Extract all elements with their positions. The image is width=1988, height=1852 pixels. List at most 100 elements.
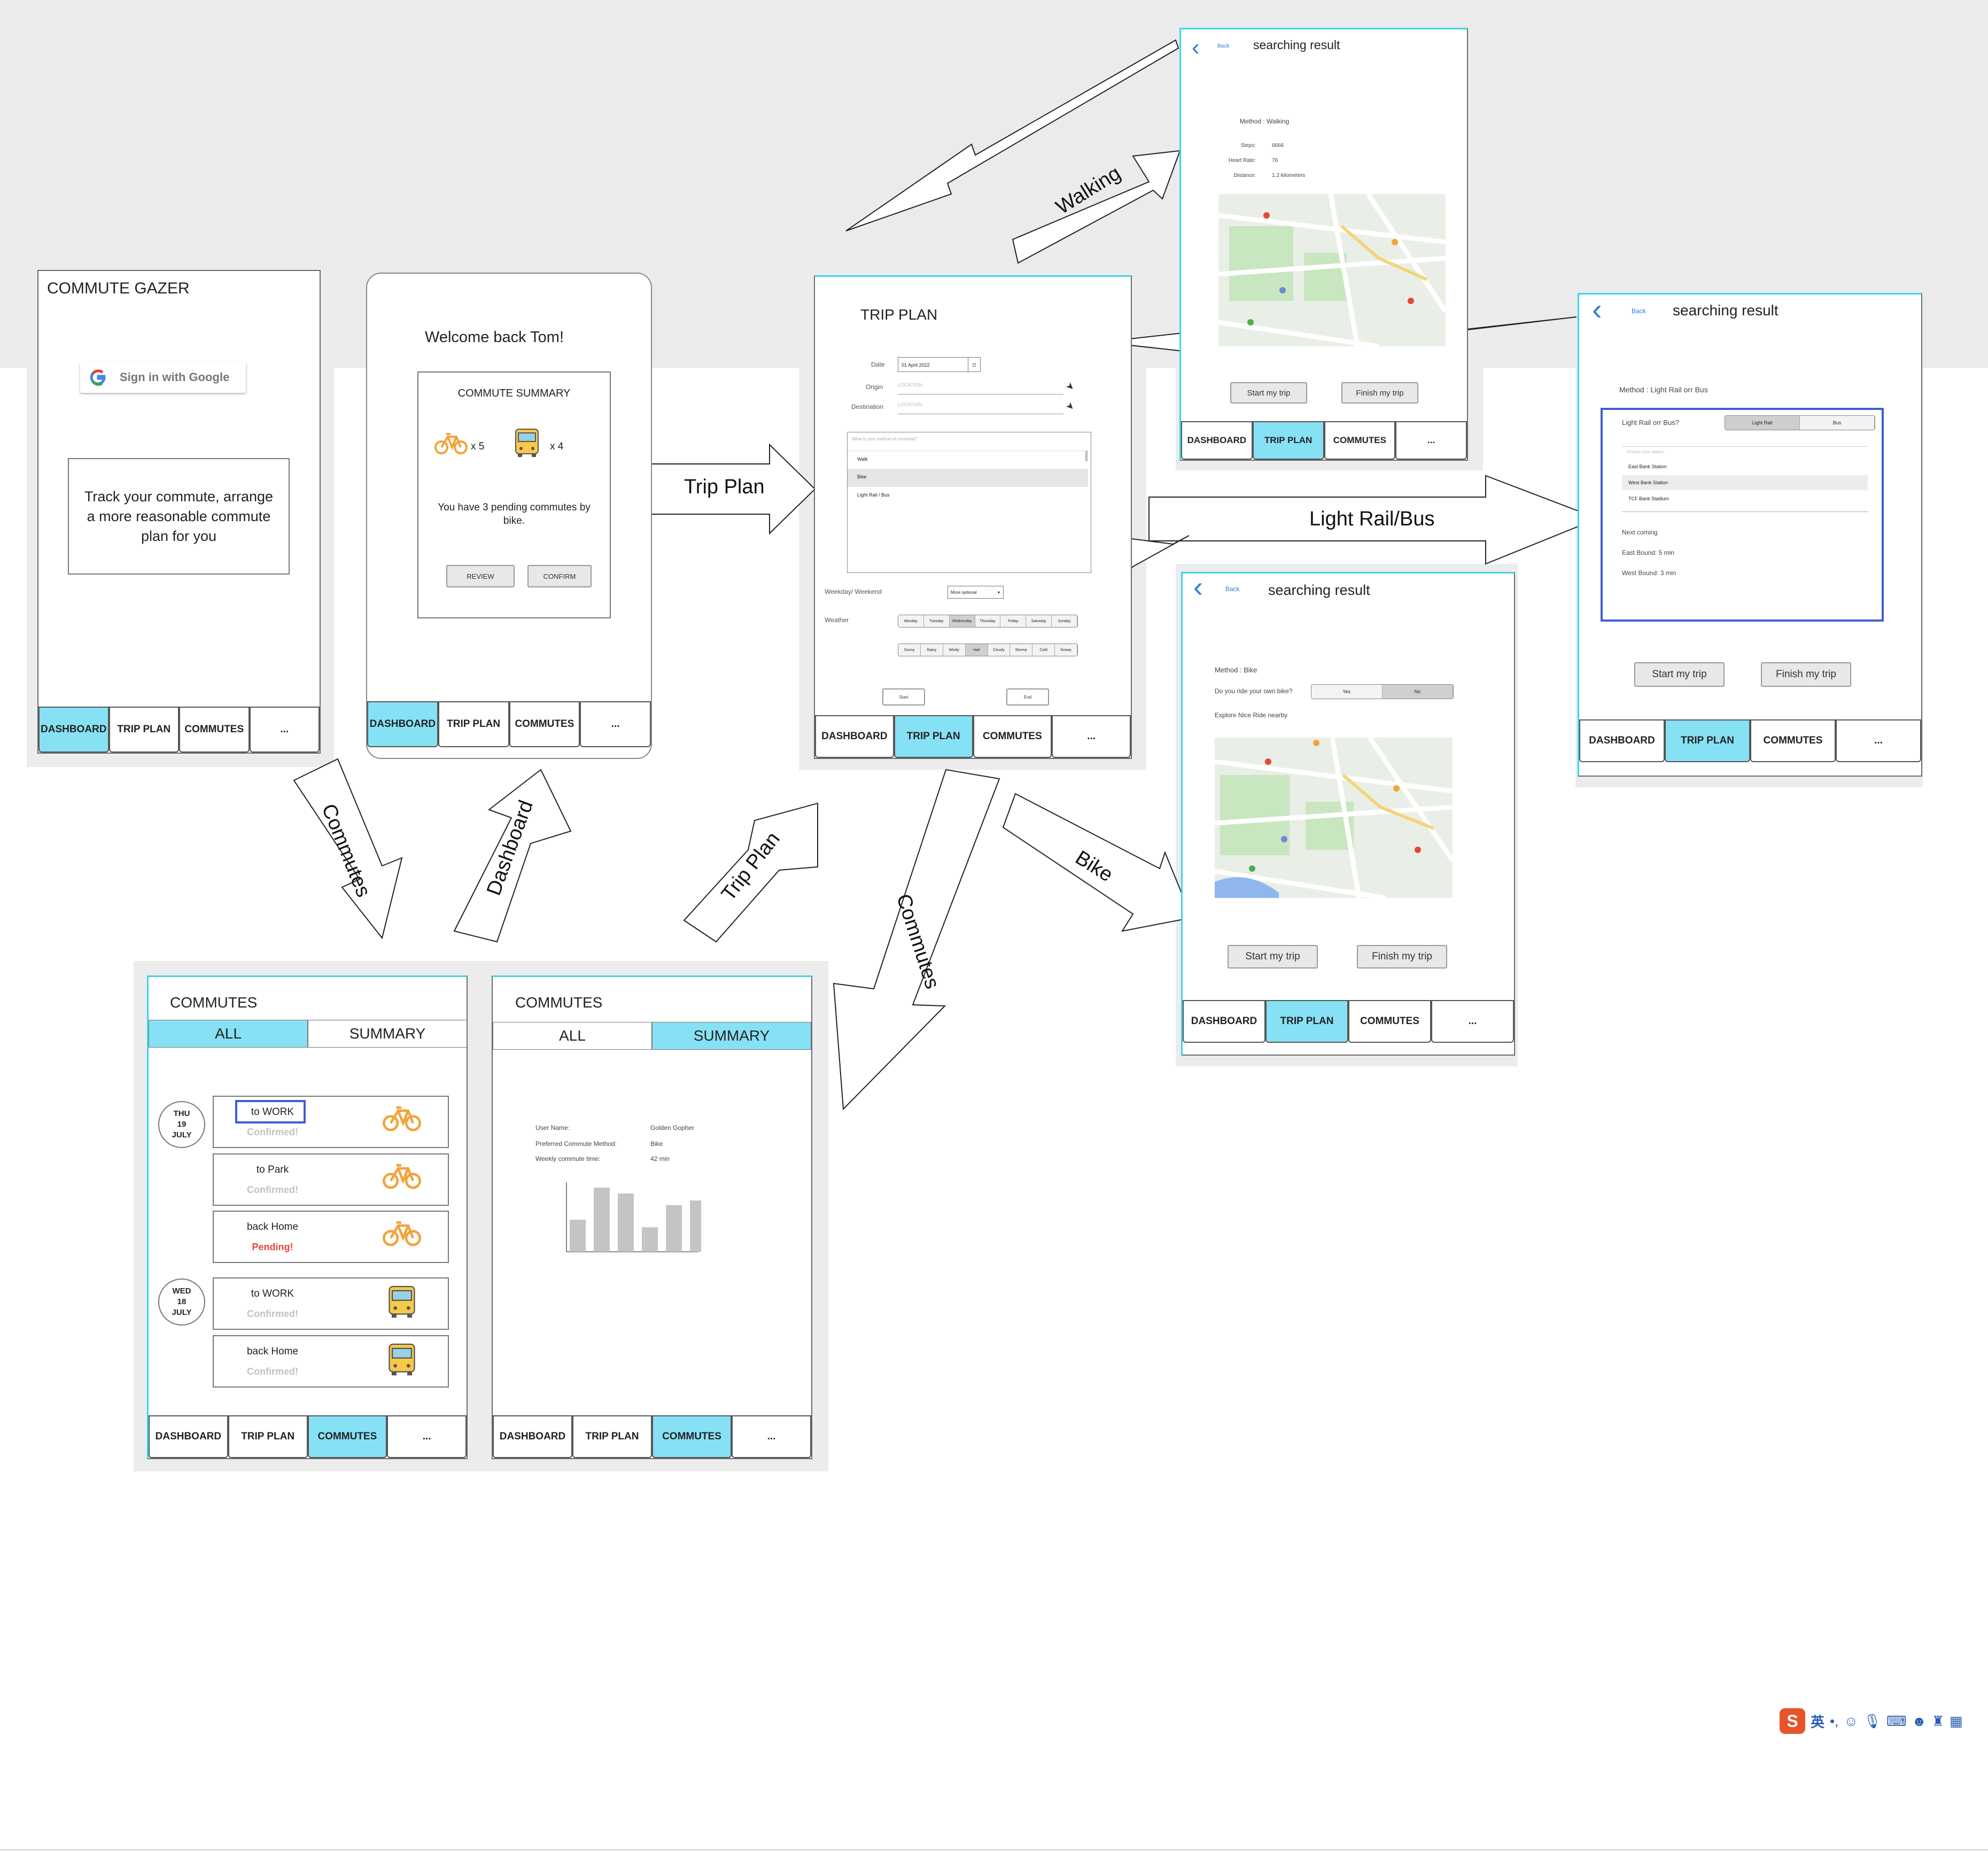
day-saturday[interactable]: Saturday xyxy=(1026,615,1052,627)
station-option[interactable]: West Bank Station xyxy=(1622,475,1868,490)
tab-more[interactable]: ... xyxy=(1431,1000,1514,1043)
tab-commutes[interactable]: COMMUTES xyxy=(179,707,250,753)
commute-item[interactable]: back Home Confirmed! xyxy=(213,1335,449,1388)
tab-all[interactable]: ALL xyxy=(149,1020,308,1048)
menu-grid-icon[interactable]: ▦ xyxy=(1950,1712,1963,1729)
day-sunday[interactable]: Sunday xyxy=(1052,615,1077,627)
tab-trip-plan[interactable]: TRIP PLAN xyxy=(1252,421,1324,460)
weather-rainy[interactable]: Rainy xyxy=(920,644,943,656)
finish-trip-button[interactable]: Finish my trip xyxy=(1341,382,1418,404)
day-monday[interactable]: Monday xyxy=(898,615,924,627)
day-wednesday[interactable]: Wednesday xyxy=(949,615,975,627)
tab-dashboard[interactable]: DASHBOARD xyxy=(493,1415,572,1458)
weather-sunny[interactable]: Sunny xyxy=(898,644,921,656)
tab-trip-plan[interactable]: TRIP PLAN xyxy=(572,1415,652,1458)
station-picker[interactable]: Choose your station East Bank Station We… xyxy=(1622,446,1868,512)
origin-input[interactable]: LOCATION xyxy=(898,382,1063,394)
method-picker[interactable]: What is your method of commute? Walk Bik… xyxy=(847,432,1091,573)
tab-trip-plan[interactable]: TRIP PLAN xyxy=(108,707,179,753)
finish-trip-button[interactable]: Finish my trip xyxy=(1357,945,1447,968)
back-chevron-icon[interactable]: ‹ xyxy=(1192,34,1200,60)
skin-icon[interactable]: ☻ xyxy=(1912,1712,1927,1729)
tab-summary[interactable]: SUMMARY xyxy=(652,1022,811,1050)
tab-dashboard[interactable]: DASHBOARD xyxy=(38,707,109,753)
ime-language[interactable]: 英 xyxy=(1811,1714,1825,1730)
review-button[interactable]: REVIEW xyxy=(446,565,515,587)
commute-item[interactable]: to Park Confirmed! xyxy=(213,1153,449,1206)
back-link[interactable]: Back xyxy=(1225,585,1240,593)
keyboard-icon[interactable]: ⌨ xyxy=(1886,1712,1907,1729)
shirt-icon[interactable]: ♜ xyxy=(1931,1712,1945,1729)
station-option[interactable]: East Bank Station xyxy=(1628,464,1667,469)
tab-commutes[interactable]: COMMUTES xyxy=(652,1415,732,1458)
weather-windy[interactable]: Windy xyxy=(943,644,966,656)
location-arrow-icon[interactable]: ➤ xyxy=(1063,399,1077,413)
weather-hail[interactable]: Hail xyxy=(965,644,988,656)
microphone-icon[interactable]: 🎙 xyxy=(1863,1712,1881,1729)
tab-commutes[interactable]: COMMUTES xyxy=(1348,1000,1431,1043)
tab-dashboard[interactable]: DASHBOARD xyxy=(1579,719,1665,762)
method-option-bike[interactable]: Bike xyxy=(848,469,1088,487)
option-yes[interactable]: Yes xyxy=(1311,685,1383,699)
method-option-walk[interactable]: Walk xyxy=(848,451,1088,469)
tab-trip-plan[interactable]: TRIP PLAN xyxy=(1665,719,1750,762)
option-bus[interactable]: Bus xyxy=(1800,416,1875,430)
tab-dashboard[interactable]: DASHBOARD xyxy=(1183,1000,1265,1043)
emoji-icon[interactable]: ☺ xyxy=(1844,1712,1858,1729)
tab-trip-plan[interactable]: TRIP PLAN xyxy=(438,701,509,747)
commute-item[interactable]: to WORK Confirmed! xyxy=(213,1277,449,1330)
tab-more[interactable]: ... xyxy=(1395,421,1467,460)
start-trip-button[interactable]: Start my trip xyxy=(1228,945,1318,968)
tab-dashboard[interactable]: DASHBOARD xyxy=(815,715,894,758)
tab-all[interactable]: ALL xyxy=(493,1022,652,1050)
day-tuesday[interactable]: Tuesday xyxy=(923,615,950,627)
tab-trip-plan[interactable]: TRIP PLAN xyxy=(1265,1000,1348,1043)
weather-stormy[interactable]: Stormy xyxy=(1010,644,1033,656)
weather-selector[interactable]: Sunny Rainy Windy Hail Cloudy Stormy Col… xyxy=(898,644,1078,656)
own-bike-toggle[interactable]: Yes No xyxy=(1311,684,1454,699)
tab-more[interactable]: ... xyxy=(1836,719,1921,762)
weather-cloudy[interactable]: Cloudy xyxy=(988,644,1011,656)
tab-commutes[interactable]: COMMUTES xyxy=(509,701,580,747)
tab-commutes[interactable]: COMMUTES xyxy=(1750,719,1836,762)
weekday-select[interactable]: More optional▾ xyxy=(948,586,1004,599)
back-link[interactable]: Back xyxy=(1217,43,1230,49)
rail-bus-toggle[interactable]: Light Rail Bus xyxy=(1725,415,1875,430)
tab-summary[interactable]: SUMMARY xyxy=(308,1020,467,1048)
station-option[interactable]: TCF Bank Stadium xyxy=(1628,496,1669,501)
tab-commutes[interactable]: COMMUTES xyxy=(307,1415,387,1458)
commute-item[interactable]: to WORK Confirmed! xyxy=(213,1096,449,1148)
finish-trip-button[interactable]: Finish my trip xyxy=(1761,662,1851,687)
punctuation-icon[interactable]: •, xyxy=(1830,1712,1839,1729)
tab-trip-plan[interactable]: TRIP PLAN xyxy=(228,1415,308,1458)
commute-item[interactable]: back Home Pending! xyxy=(213,1211,449,1263)
tab-dashboard[interactable]: DASHBOARD xyxy=(149,1415,228,1458)
tab-dashboard[interactable]: DASHBOARD xyxy=(367,701,438,747)
start-trip-button[interactable]: Start my trip xyxy=(1634,662,1725,687)
tab-more[interactable]: ... xyxy=(1052,715,1131,758)
ime-logo-icon[interactable]: S xyxy=(1780,1708,1805,1734)
route-map[interactable] xyxy=(1218,194,1446,346)
back-link[interactable]: Back xyxy=(1632,307,1646,315)
end-button[interactable]: End xyxy=(1006,688,1049,706)
back-chevron-icon[interactable]: ‹ xyxy=(1592,292,1602,326)
tab-trip-plan[interactable]: TRIP PLAN xyxy=(894,715,973,758)
tab-commutes[interactable]: COMMUTES xyxy=(1324,421,1396,460)
tab-more[interactable]: ... xyxy=(387,1415,467,1458)
day-thursday[interactable]: Thursday xyxy=(975,615,1001,627)
start-button[interactable]: Start xyxy=(882,688,925,706)
option-light-rail[interactable]: Light Rail xyxy=(1725,416,1800,430)
tab-more[interactable]: ... xyxy=(580,701,651,747)
location-arrow-icon[interactable]: ➤ xyxy=(1063,379,1077,393)
nice-ride-map[interactable] xyxy=(1215,738,1453,898)
option-no[interactable]: No xyxy=(1382,685,1453,699)
confirm-button[interactable]: CONFIRM xyxy=(527,565,592,587)
google-signin-button[interactable]: Sign in with Google xyxy=(80,362,246,393)
tab-more[interactable]: ... xyxy=(249,707,320,753)
tab-dashboard[interactable]: DASHBOARD xyxy=(1181,421,1253,460)
weather-cold[interactable]: Cold xyxy=(1032,644,1055,656)
tab-commutes[interactable]: COMMUTES xyxy=(973,715,1052,758)
start-trip-button[interactable]: Start my trip xyxy=(1230,382,1307,404)
tab-more[interactable]: ... xyxy=(732,1415,811,1458)
method-option-rail[interactable]: Light Rail / Bus xyxy=(857,492,890,498)
